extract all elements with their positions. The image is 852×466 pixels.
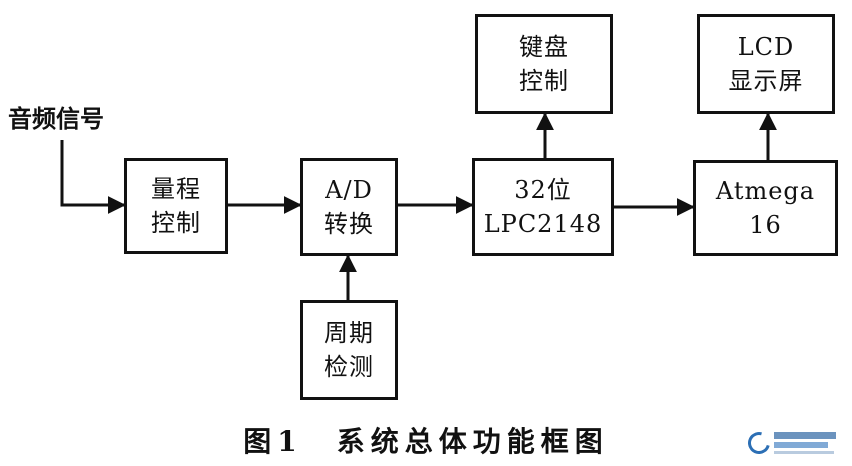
range-control-line2: 控制: [151, 209, 201, 237]
atmega-line1: Atmega: [715, 177, 816, 205]
arrow-input-to-range: [60, 140, 126, 214]
keyboard-control-block: 键盘 控制: [475, 14, 613, 114]
lcd-line2: 显示屏: [728, 67, 804, 95]
lcd-line1: LCD: [737, 33, 795, 61]
eeworld-logo-icon: [743, 427, 775, 459]
atmega-line2: 16: [749, 211, 782, 239]
mcu-line2: LPC2148: [483, 210, 603, 238]
period-detect-line1: 周期: [324, 319, 374, 347]
range-control-block: 量程 控制: [124, 158, 228, 254]
eeworld-logo-watermark: [743, 426, 844, 460]
adc-line1: A/D: [325, 176, 373, 204]
mcu-block: 32位 LPC2148: [472, 158, 614, 256]
period-detect-line2: 检测: [324, 353, 374, 381]
range-control-line1: 量程: [151, 175, 201, 203]
watermark-text-graphic: [774, 432, 836, 454]
keyboard-line2: 控制: [519, 67, 569, 95]
adc-line2: 转换: [324, 210, 374, 238]
adc-block: A/D 转换: [300, 158, 398, 256]
keyboard-line1: 键盘: [519, 33, 569, 61]
lcd-display-block: LCD 显示屏: [697, 14, 835, 114]
atmega-block: Atmega 16: [693, 160, 838, 256]
input-signal-label: 音频信号: [8, 105, 104, 133]
mcu-line1: 32位: [514, 176, 572, 204]
period-detect-block: 周期 检测: [300, 300, 398, 400]
figure-caption: 图1 系统总体功能框图: [243, 425, 609, 458]
